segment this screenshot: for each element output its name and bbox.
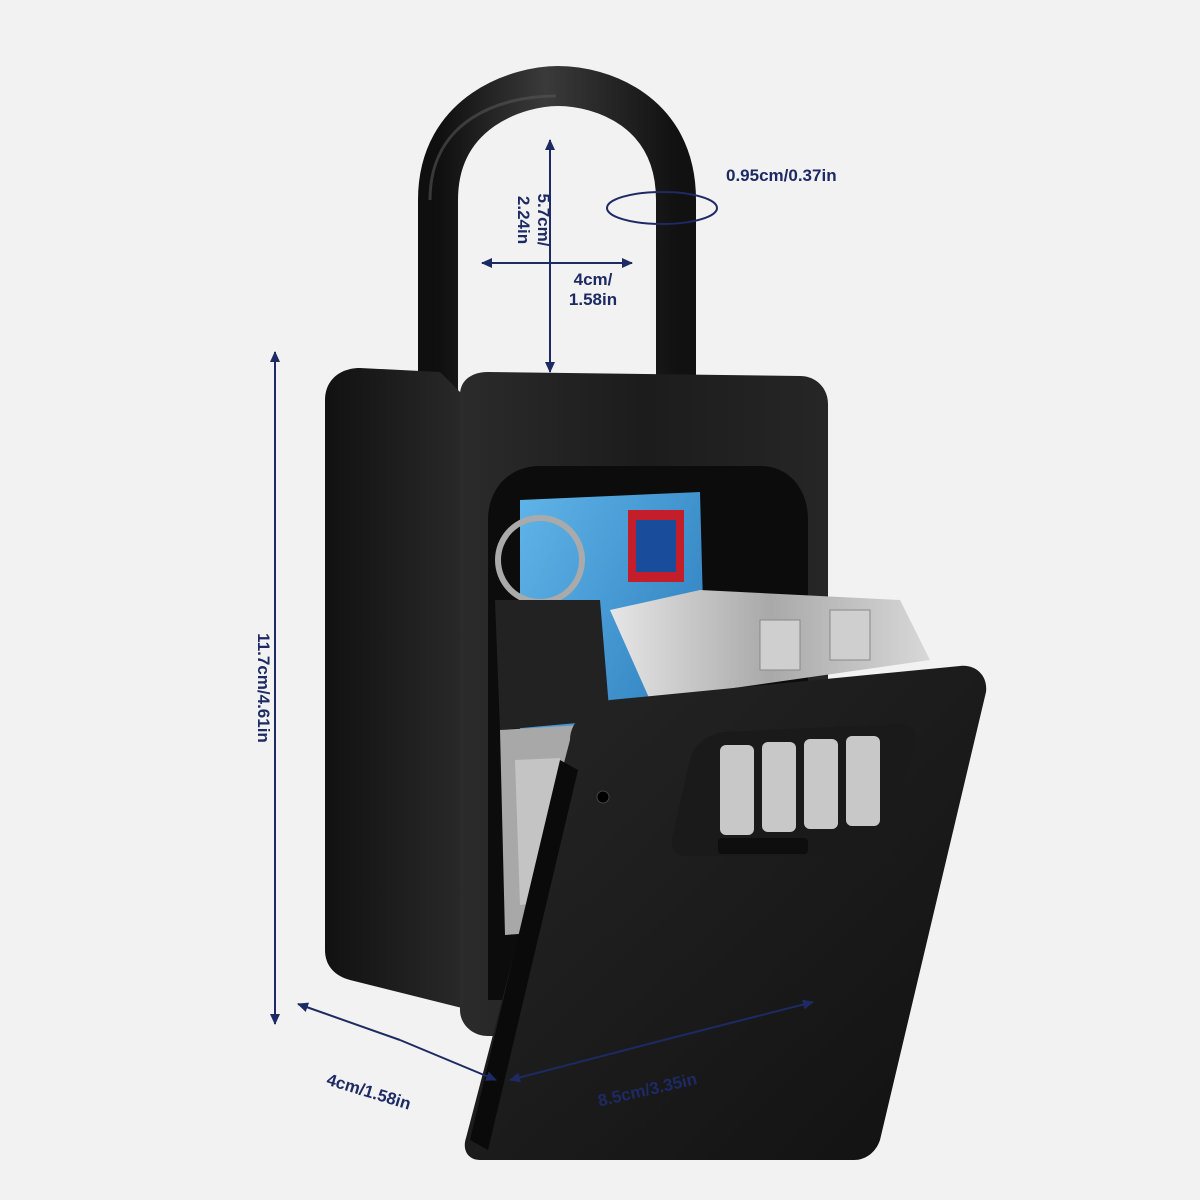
shackle-width-line2: 1.58in: [568, 290, 618, 309]
shackle-height-label: 5.7cm/ 2.24in: [513, 185, 553, 255]
shackle-height-line1: 5.7cm/: [534, 193, 553, 247]
combination-dials: [720, 736, 880, 835]
shackle-height-line2: 2.24in: [514, 195, 533, 245]
dimension-lines: [270, 139, 814, 1083]
shackle-width-label: 4cm/ 1.58in: [558, 270, 628, 310]
box-height-label: 11.7cm/4.61in: [254, 633, 273, 743]
shackle: [418, 65, 696, 390]
shackle-thickness-label: 0.95cm/0.37in: [726, 166, 837, 185]
dial-mechanism: [610, 590, 930, 700]
shackle-thickness-ring: [606, 191, 718, 225]
lockbox-lid: [464, 665, 987, 1160]
shackle-width-line1: 4cm/: [573, 270, 613, 289]
box-width-line: [509, 1040, 661, 1083]
box-depth-line: [297, 1002, 401, 1041]
